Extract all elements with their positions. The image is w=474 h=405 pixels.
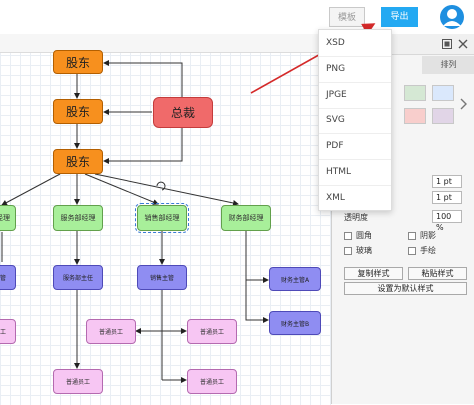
menu-separator bbox=[319, 108, 391, 109]
swatch-blue[interactable] bbox=[432, 85, 454, 101]
menu-separator bbox=[319, 159, 391, 160]
export-menu: XSD PNG JPGE SVG PDF HTML XML bbox=[318, 29, 392, 211]
menu-item-svg[interactable]: SVG bbox=[326, 115, 345, 125]
menu-item-jpge[interactable]: JPGE bbox=[326, 90, 347, 100]
service-manager-node[interactable]: 服务部经理 bbox=[53, 205, 103, 231]
menu-item-xsd[interactable]: XSD bbox=[326, 38, 345, 48]
manager-node-left[interactable]: 经理 bbox=[0, 205, 16, 231]
shareholder-node-2[interactable]: 股东 bbox=[53, 99, 103, 124]
opacity-input[interactable]: 100 % bbox=[432, 210, 462, 232]
glass-checkbox[interactable] bbox=[344, 247, 352, 255]
expand-icon[interactable] bbox=[442, 39, 452, 49]
finance-director-a-node[interactable]: 财务主管A bbox=[269, 267, 321, 291]
menu-separator bbox=[319, 133, 391, 134]
line-width-input[interactable]: 1 pt bbox=[432, 175, 462, 188]
rounded-label: 圆角 bbox=[356, 231, 372, 240]
export-button[interactable]: 导出 bbox=[381, 7, 418, 27]
tab-arrange[interactable]: 排列 bbox=[422, 56, 474, 74]
sales-director-node[interactable]: 销售主管 bbox=[137, 265, 187, 290]
menu-item-png[interactable]: PNG bbox=[326, 64, 346, 74]
staff-node-3[interactable]: 普通员工 bbox=[53, 369, 103, 394]
staff-node-2[interactable]: 普通员工 bbox=[187, 319, 237, 344]
staff-node-4[interactable]: 普通员工 bbox=[187, 369, 237, 394]
menu-separator bbox=[319, 185, 391, 186]
service-director-node[interactable]: 服务部主任 bbox=[53, 265, 103, 290]
shareholder-node-3[interactable]: 股东 bbox=[53, 149, 103, 174]
opacity-label: 透明度 bbox=[344, 213, 368, 222]
shadow-checkbox[interactable] bbox=[408, 232, 416, 240]
swatch-red[interactable] bbox=[404, 108, 426, 124]
user-avatar-icon[interactable] bbox=[439, 4, 465, 30]
sales-manager-node[interactable]: 销售部经理 bbox=[135, 203, 189, 233]
sketch-checkbox[interactable] bbox=[408, 247, 416, 255]
rounded-checkbox[interactable] bbox=[344, 232, 352, 240]
shareholder-node-1[interactable]: 股东 bbox=[53, 50, 103, 74]
staff-node-left[interactable]: 工 bbox=[0, 319, 16, 344]
menu-item-pdf[interactable]: PDF bbox=[326, 141, 344, 151]
swatch-purple[interactable] bbox=[432, 108, 454, 124]
paste-style-button[interactable]: 粘贴样式 bbox=[408, 267, 467, 280]
menu-item-xml[interactable]: XML bbox=[326, 193, 345, 203]
staff-node-1[interactable]: 普通员工 bbox=[86, 319, 136, 344]
director-node-left[interactable]: 管 bbox=[0, 265, 16, 290]
swatch-green[interactable] bbox=[404, 85, 426, 101]
copy-style-button[interactable]: 复制样式 bbox=[344, 267, 403, 280]
menu-separator bbox=[319, 56, 391, 57]
set-default-style-button[interactable]: 设置为默认样式 bbox=[344, 282, 467, 295]
menu-item-html[interactable]: HTML bbox=[326, 167, 352, 177]
style-swatches bbox=[332, 80, 474, 160]
finance-director-b-node[interactable]: 财务主管B bbox=[269, 311, 321, 335]
sketch-label: 手绘 bbox=[420, 246, 436, 255]
ceo-node[interactable]: 总裁 bbox=[153, 97, 213, 128]
shadow-label: 阴影 bbox=[420, 231, 436, 240]
close-icon[interactable] bbox=[458, 39, 468, 49]
glass-label: 玻璃 bbox=[356, 246, 372, 255]
finance-manager-node[interactable]: 财务部经理 bbox=[221, 205, 271, 231]
menu-separator bbox=[319, 82, 391, 83]
canvas-toolbar bbox=[0, 34, 331, 53]
template-button[interactable]: 模板 bbox=[329, 7, 365, 27]
chevron-right-icon[interactable] bbox=[460, 98, 468, 110]
spacing-input[interactable]: 1 pt bbox=[432, 191, 462, 204]
